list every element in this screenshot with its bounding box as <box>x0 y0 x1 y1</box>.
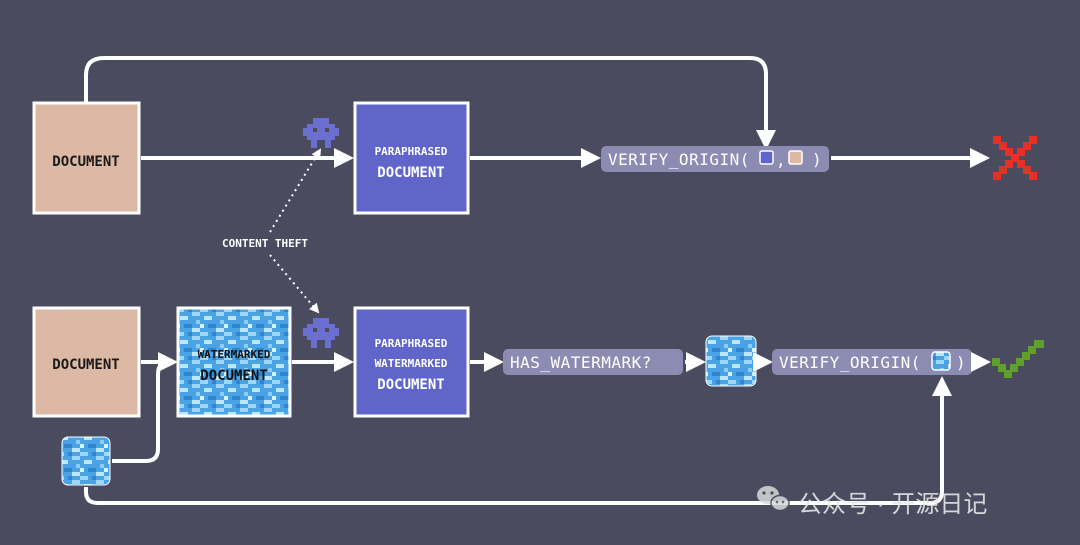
watermark-key-tile-icon <box>61 436 111 486</box>
top-document-box: DOCUMENT <box>32 101 141 215</box>
extracted-watermark-tile-icon <box>705 335 757 387</box>
watermarked-document-box: WATERMARKED DOCUMENT <box>176 306 292 418</box>
bottom-paraphrased-line3: DOCUMENT <box>377 377 444 393</box>
top-verify-origin-pill: VERIFY_ORIGIN( , ) <box>601 146 829 172</box>
top-verify-suffix: ) <box>812 150 822 169</box>
theft-dotted-line-down <box>269 254 320 314</box>
beige-doc-icon <box>788 150 803 165</box>
thief-bug-icon <box>303 118 339 148</box>
bottom-paraphrased-line1: PARAPHRASED <box>375 337 448 350</box>
bottom-verify-suffix: ) <box>956 353 966 372</box>
watermarked-line1: WATERMARKED <box>198 348 271 361</box>
bottom-paraphrased-box: PARAPHRASED WATERMARKED DOCUMENT <box>353 306 470 418</box>
top-paraphrased-line1: PARAPHRASED <box>375 145 448 158</box>
top-paraphrased-box: PARAPHRASED DOCUMENT <box>353 101 470 215</box>
bottom-verify-origin-pill: VERIFY_ORIGIN( ) <box>772 349 972 375</box>
watermark-key-mini-icon <box>931 351 951 371</box>
theft-dotted-line-up <box>269 148 322 233</box>
watermark-key-to-doc-arrow <box>112 360 171 463</box>
bottom-verify-prefix: VERIFY_ORIGIN( <box>779 353 921 372</box>
watermarked-line2: DOCUMENT <box>200 368 267 384</box>
top-paraphrased-line2: DOCUMENT <box>377 165 444 181</box>
top-origin-loop-arrow <box>84 56 776 150</box>
green-check-icon <box>992 340 1044 378</box>
bottom-document-box: DOCUMENT <box>32 306 141 418</box>
wechat-icon <box>757 486 790 512</box>
bottom-paraphrased-line2: WATERMARKED <box>375 357 448 370</box>
blue-original-doc-icon <box>759 150 774 165</box>
top-document-label: DOCUMENT <box>52 154 119 170</box>
content-theft-label: CONTENT THEFT <box>222 237 308 250</box>
bottom-document-label: DOCUMENT <box>52 357 119 373</box>
top-verify-comma: , <box>776 151 786 170</box>
thief-bug-icon-bottom <box>303 318 339 348</box>
top-verify-prefix: VERIFY_ORIGIN( <box>608 150 750 169</box>
has-watermark-pill: HAS_WATERMARK? <box>503 349 683 375</box>
red-x-cross-icon <box>993 136 1037 180</box>
watermark-key-loop-arrow <box>84 376 952 505</box>
wechat-watermark-text: 公众号 · 开源日记 <box>798 491 987 518</box>
has-watermark-label: HAS_WATERMARK? <box>510 353 652 372</box>
